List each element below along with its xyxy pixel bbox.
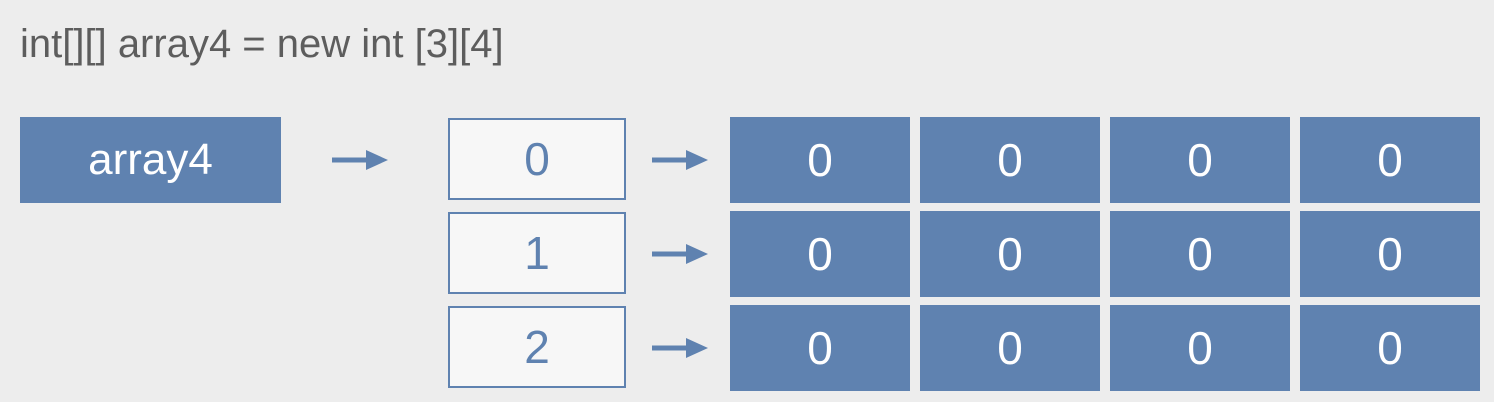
cell-value: 0 — [1187, 134, 1213, 186]
cell-value: 0 — [1187, 322, 1213, 374]
cell-value: 0 — [1377, 228, 1403, 280]
cell-value: 0 — [1187, 228, 1213, 280]
code-declaration: int[][] array4 = new int [3][4] — [20, 22, 504, 66]
array-cell: 0 — [1300, 211, 1480, 297]
index-label: 2 — [524, 321, 550, 373]
array-cell: 0 — [920, 211, 1100, 297]
array-cell: 0 — [1300, 305, 1480, 391]
array-cell: 0 — [730, 117, 910, 203]
right-arrow-icon — [652, 148, 708, 172]
right-arrow-icon — [652, 336, 708, 360]
right-arrow-icon — [332, 148, 388, 172]
array-cell: 0 — [1110, 305, 1290, 391]
variable-box: array4 — [20, 117, 281, 203]
array-cell: 0 — [730, 211, 910, 297]
index-box: 2 — [448, 306, 626, 388]
cell-value: 0 — [807, 322, 833, 374]
cell-value: 0 — [997, 322, 1023, 374]
array-cell: 0 — [1300, 117, 1480, 203]
right-arrow-icon — [652, 242, 708, 266]
array-cell: 0 — [1110, 117, 1290, 203]
array-cell: 0 — [920, 305, 1100, 391]
index-label: 0 — [524, 133, 550, 185]
array-cell: 0 — [1110, 211, 1290, 297]
cell-value: 0 — [997, 228, 1023, 280]
array-cell: 0 — [730, 305, 910, 391]
cell-value: 0 — [1377, 322, 1403, 374]
variable-name: array4 — [88, 135, 213, 184]
index-label: 1 — [524, 227, 550, 279]
index-box: 1 — [448, 212, 626, 294]
array-cell: 0 — [920, 117, 1100, 203]
cell-value: 0 — [1377, 134, 1403, 186]
cell-value: 0 — [807, 228, 833, 280]
cell-value: 0 — [997, 134, 1023, 186]
index-box: 0 — [448, 118, 626, 200]
cell-value: 0 — [807, 134, 833, 186]
